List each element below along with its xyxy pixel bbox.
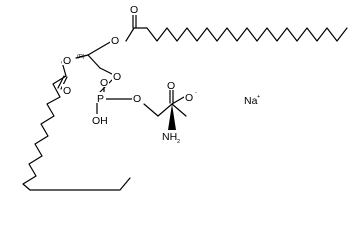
chemical-structure: O O (R) O O O P O OH O O O - NH 2 Na +: [22, 4, 348, 191]
phosphate-double-oxygen: O: [100, 77, 108, 89]
serine-bond-1: [143, 103, 159, 117]
ester-oxygen-1: O: [111, 35, 119, 47]
stereo-label: (R): [77, 54, 85, 60]
glycerol-bond-5: [75, 54, 89, 59]
upper-chain-bonds: [125, 27, 348, 42]
sodium-ion: Na: [244, 95, 258, 107]
phosphorus-atom: P: [97, 93, 104, 105]
carboxylate-double-oxygen: O: [167, 80, 175, 92]
serine-ca-carboxyl-bond: [171, 103, 187, 117]
lower-carbonyl-bond-1: [57, 75, 65, 89]
phosphoserine-headgroup: [96, 79, 187, 130]
carbonyl-oxygen-2: O: [63, 85, 71, 97]
serine-bond-2: [157, 103, 173, 117]
ester-oxygen-2: O: [63, 55, 71, 67]
glycerol-bond-3: [87, 54, 101, 69]
carbonyl-oxygen-1: O: [130, 4, 138, 16]
carboxylate-charge: -: [195, 90, 197, 96]
glycerol-bond-2: [87, 47, 101, 56]
glycerol-bond-4: [99, 67, 113, 75]
upper-acyl-chain: [125, 14, 348, 42]
carboxylate-anion-oxygen: O: [185, 92, 193, 104]
amine-subscript: 2: [177, 139, 180, 145]
carboxyl-anion-bond: [171, 96, 185, 105]
amine-group: NH: [162, 131, 177, 143]
atom-labels: O O (R) O O O P O OH O O O - NH 2 Na +: [62, 4, 260, 145]
glycerol-oxygen-3: O: [113, 71, 121, 83]
serine-bridge-oxygen: O: [133, 93, 141, 105]
amine-wedge-bond: [168, 104, 176, 130]
lower-chain-bonds: [22, 61, 131, 191]
phosphate-hydroxyl: OH: [92, 115, 108, 127]
sodium-charge: +: [257, 94, 260, 100]
